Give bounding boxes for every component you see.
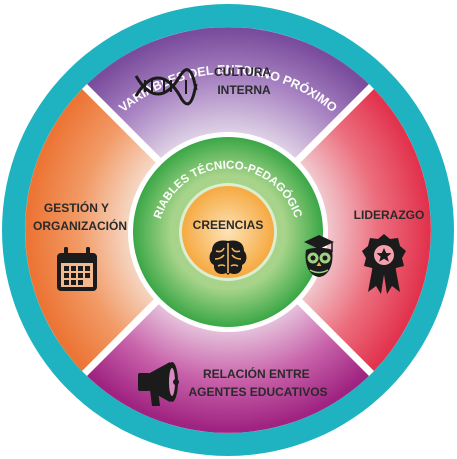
dna-icon [134,68,198,106]
award-badge-icon [362,234,406,294]
segment-top-line1: CULTURA [214,65,271,79]
svg-text:RELACIÓN ENTRE AGENTES EDU: RELACIÓN ENTRE AGENTES EDUCATIVOS [188,366,327,399]
owl-graduate-icon [304,235,334,277]
svg-text:LIDERAZGO: LIDERAZGO [354,208,425,222]
calendar-icon [57,247,97,291]
svg-text:CREENCIAS: CREENCIAS [193,218,264,232]
segment-left-line2: ORGANIZACIÓN [33,218,127,233]
svg-text:CULTURA INTERNA: CULTURA INTERNA [214,65,274,97]
segment-bottom-line2: AGENTES EDUCATIVOS [188,385,327,399]
segment-top-line2: INTERNA [217,83,271,97]
segment-right-line1: LIDERAZGO [354,208,425,222]
center-core [182,186,274,278]
svg-text:GESTIÓN Y ORGANIZACIÓN: GESTIÓN Y ORGANIZACIÓN [33,200,127,233]
segment-bottom-line1: RELACIÓN ENTRE [203,366,310,381]
segment-left-line1: GESTIÓN Y [44,200,109,215]
brain-icon [209,240,247,275]
segment-right [228,86,431,374]
megaphone-icon [138,362,179,406]
segment-left [25,86,229,374]
center-label: CREENCIAS [193,218,264,232]
